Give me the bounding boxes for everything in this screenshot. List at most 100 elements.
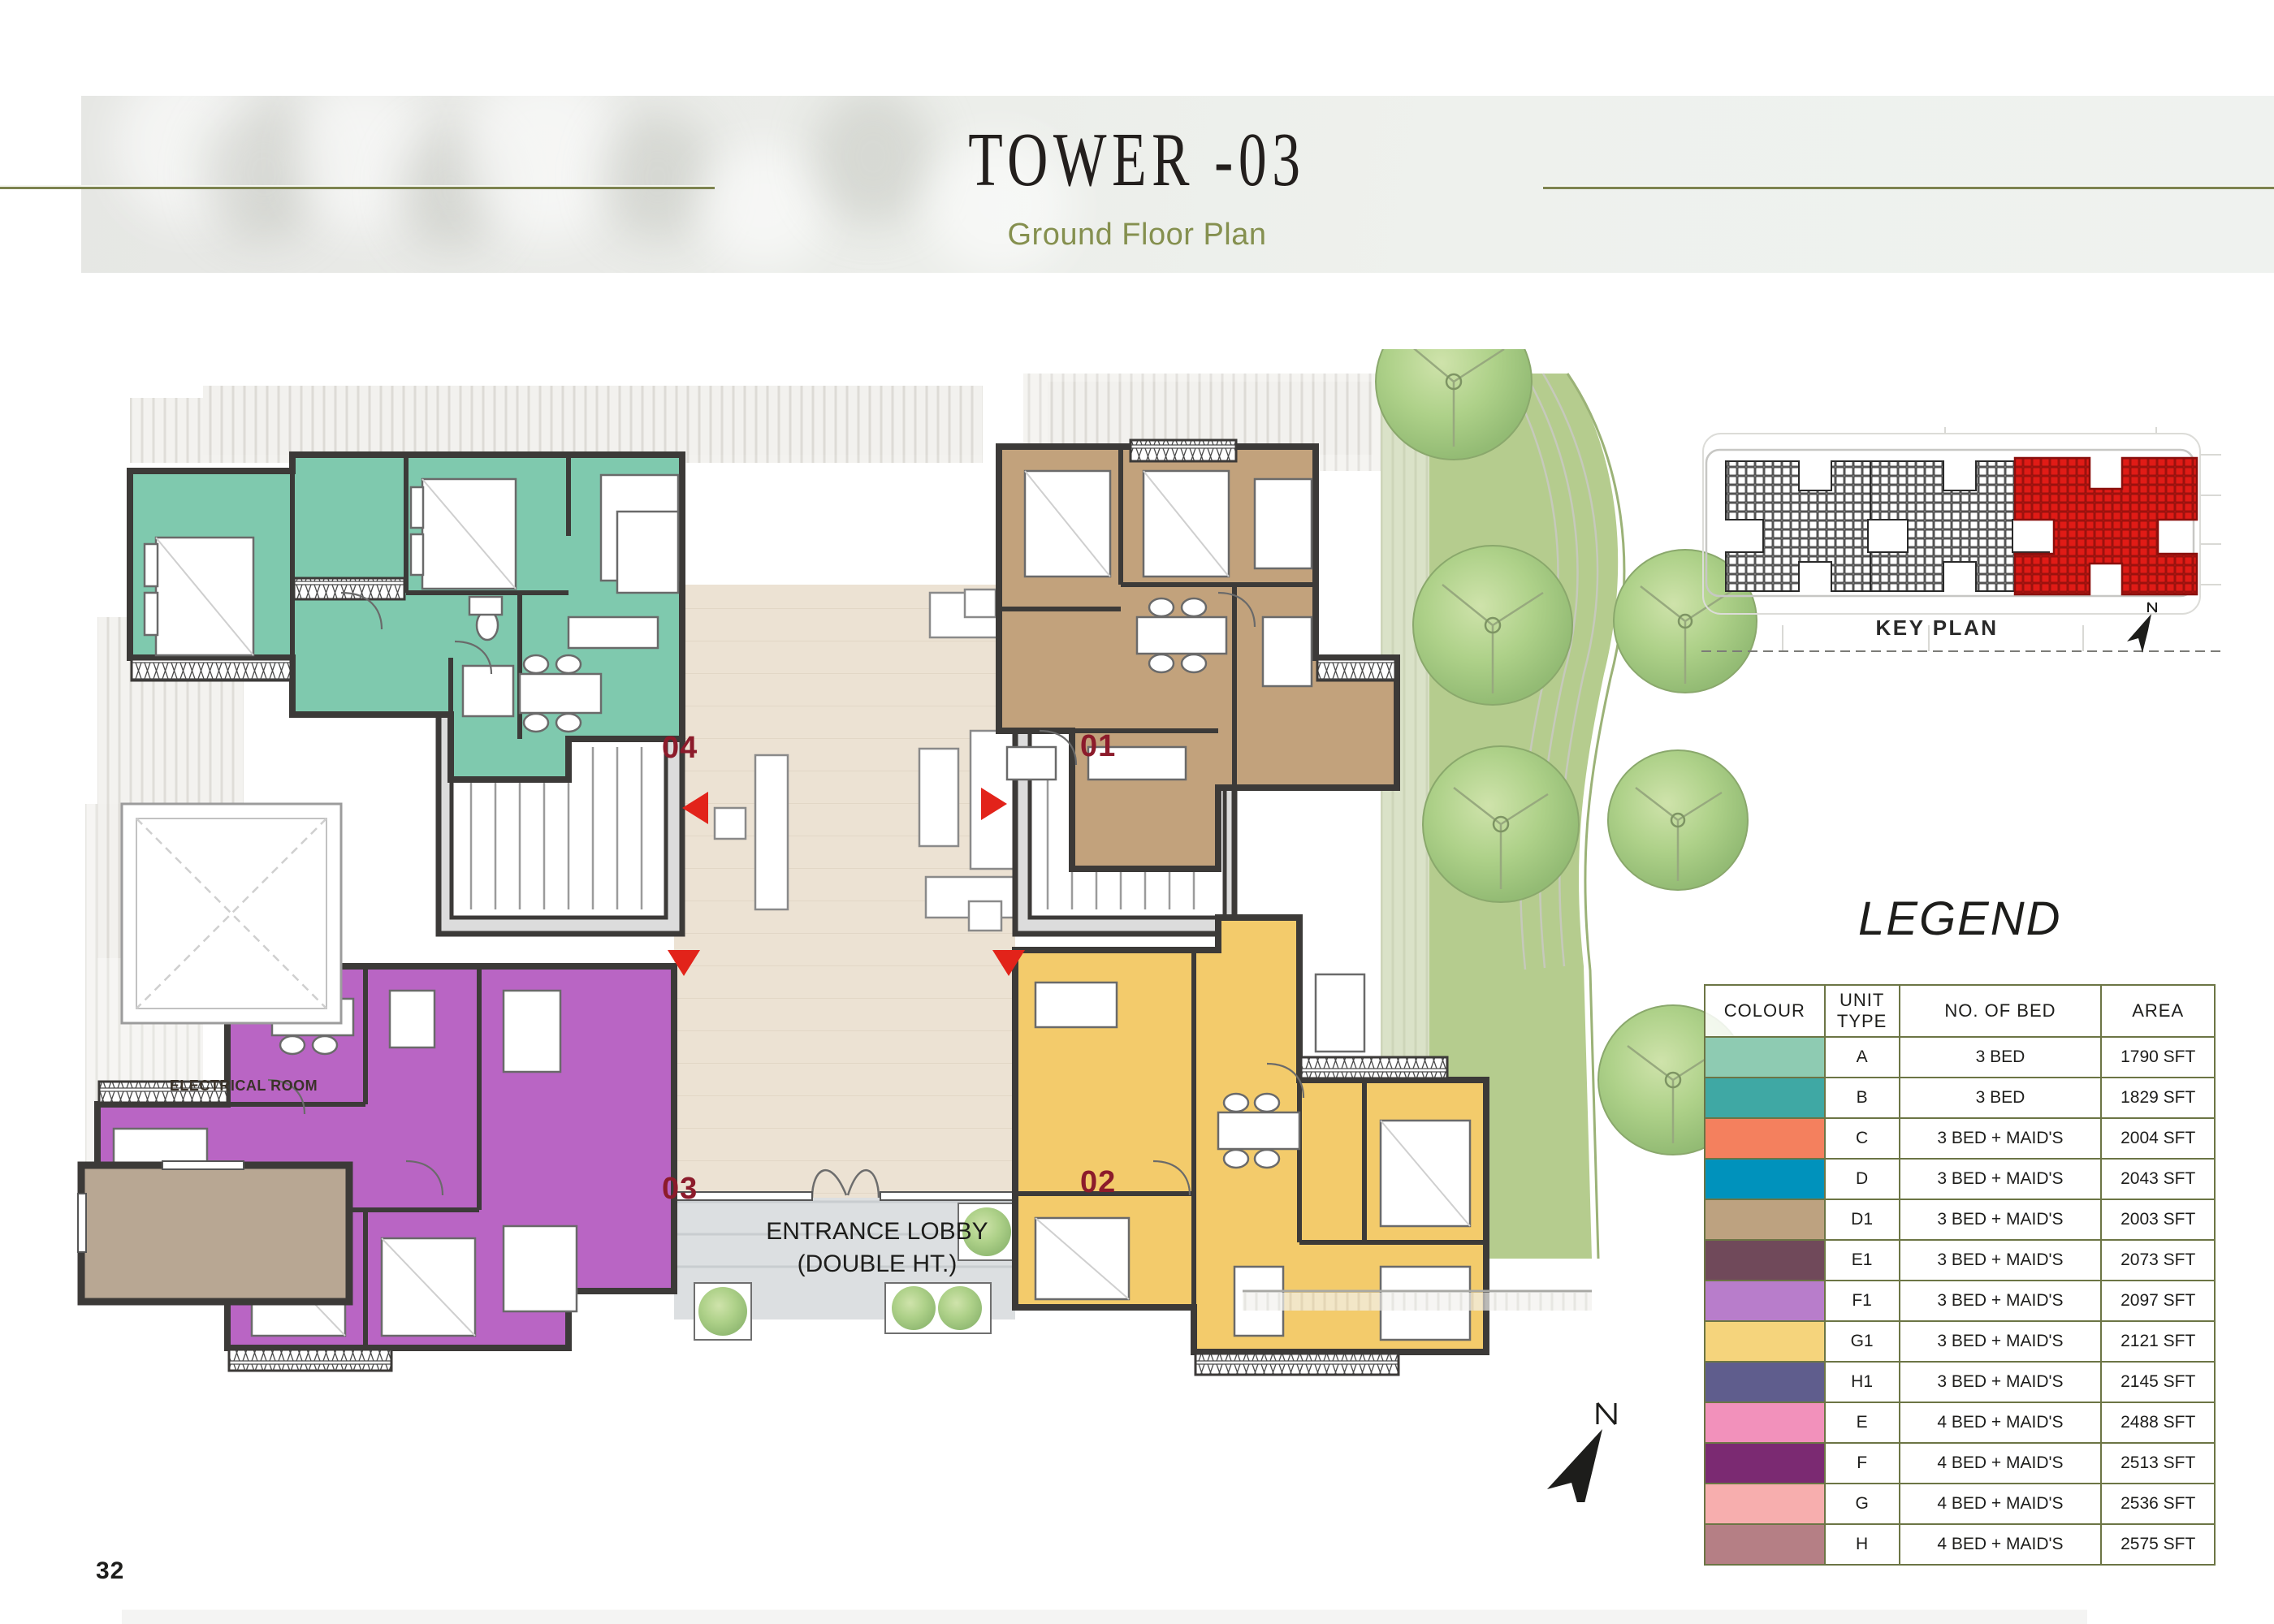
header-rule-right	[1543, 185, 2274, 189]
unit-02	[992, 914, 1489, 1376]
legend-unit-type: H	[1823, 1523, 1900, 1566]
header-title-group: TOWER -03 Ground Floor Plan	[0, 0, 2274, 273]
legend-no-of-bed: 3 BED + MAID'S	[1898, 1199, 2103, 1241]
legend-unit-type: H1	[1823, 1361, 1900, 1403]
floor-plan-drawing	[0, 349, 2274, 1502]
legend-area: 2121 SFT	[2100, 1320, 2216, 1363]
legend-colour-swatch	[1704, 1239, 1826, 1281]
legend-area: 2097 SFT	[2100, 1280, 2216, 1322]
legend-no-of-bed: 4 BED + MAID'S	[1898, 1442, 2103, 1484]
colour-chip	[1706, 1281, 1824, 1320]
room-label-entrance-lobby: ENTRANCE LOBBY (DOUBLE HT.)	[731, 1216, 1023, 1280]
legend-no-of-bed: 3 BED + MAID'S	[1898, 1117, 2103, 1160]
legend-area: 2488 SFT	[2100, 1402, 2216, 1444]
legend-unit-type: F	[1823, 1442, 1900, 1484]
legend-colour-swatch	[1704, 1077, 1826, 1119]
entry-marker-01	[981, 788, 1007, 820]
planter	[694, 1203, 1016, 1341]
colour-chip	[1706, 1363, 1824, 1402]
legend-no-of-bed: 4 BED + MAID'S	[1898, 1483, 2103, 1525]
legend-colour-swatch	[1704, 1483, 1826, 1525]
legend-header-colour: COLOUR	[1704, 984, 1826, 1038]
colour-chip	[1706, 1241, 1824, 1280]
key-plan-label: KEY PLAN	[1875, 615, 1999, 640]
page-number: 32	[96, 1557, 125, 1584]
unit-number-02: 02	[1080, 1165, 1117, 1199]
legend-unit-type: D	[1823, 1158, 1900, 1200]
room-label-electrical-room: ELECTRICAL ROOM	[169, 1078, 318, 1094]
unit-04	[127, 451, 708, 824]
legend-area: 2003 SFT	[2100, 1199, 2216, 1241]
legend-colour-swatch	[1704, 1523, 1826, 1566]
legend-header-row: COLOUR UNIT TYPE NO. OF BED AREA	[1704, 984, 2216, 1038]
legend-no-of-bed: 3 BED + MAID'S	[1898, 1158, 2103, 1200]
header-banner	[81, 96, 2274, 273]
legend-area: 2513 SFT	[2100, 1442, 2216, 1484]
unit-number-04: 04	[662, 731, 698, 765]
colour-chip	[1706, 1200, 1824, 1239]
entrance-lobby-line2: (DOUBLE HT.)	[797, 1250, 958, 1277]
legend-colour-swatch	[1704, 1361, 1826, 1403]
legend-no-of-bed: 3 BED + MAID'S	[1898, 1280, 2103, 1322]
key-plan[interactable]	[1701, 422, 2221, 658]
legend-unit-type: G1	[1823, 1320, 1900, 1363]
legend-header-no-of-bed: NO. OF BED	[1898, 984, 2103, 1038]
header-rule-left	[0, 185, 715, 189]
left-shaft	[120, 802, 343, 1025]
legend-area: 2145 SFT	[2100, 1361, 2216, 1403]
legend-colour-swatch	[1704, 1158, 1826, 1200]
colour-chip	[1706, 1322, 1824, 1361]
legend-header-unit-type: UNIT TYPE	[1823, 984, 1900, 1038]
legend-unit-type: C	[1823, 1117, 1900, 1160]
north-arrow	[1547, 1402, 1617, 1502]
entrance-lobby-line1: ENTRANCE LOBBY	[766, 1218, 988, 1245]
colour-chip	[1706, 1119, 1824, 1158]
electrical-room	[77, 1160, 353, 1306]
entry-marker-03	[668, 950, 700, 976]
legend-colour-swatch	[1704, 1117, 1826, 1160]
legend-no-of-bed: 3 BED + MAID'S	[1898, 1361, 2103, 1403]
unit-01	[981, 438, 1400, 872]
key-plan-north-arrow	[2127, 602, 2157, 653]
entry-marker-04	[682, 792, 708, 824]
colour-chip	[1706, 1403, 1824, 1442]
legend-colour-swatch	[1704, 1442, 1826, 1484]
legend-unit-type: E	[1823, 1402, 1900, 1444]
legend-no-of-bed: 3 BED + MAID'S	[1898, 1239, 2103, 1281]
legend-area: 2043 SFT	[2100, 1158, 2216, 1200]
legend-no-of-bed: 4 BED + MAID'S	[1898, 1523, 2103, 1566]
unit-number-01: 01	[1080, 729, 1117, 763]
legend-colour-swatch	[1704, 1199, 1826, 1241]
legend-area: 2575 SFT	[2100, 1523, 2216, 1566]
legend-colour-swatch	[1704, 1402, 1826, 1444]
entry-marker-02	[992, 950, 1025, 976]
legend-unit-type: F1	[1823, 1280, 1900, 1322]
legend-area: 1829 SFT	[2100, 1077, 2216, 1119]
legend-colour-swatch	[1704, 1036, 1826, 1078]
next-page-sliver	[122, 1604, 2087, 1624]
colour-chip	[1706, 1484, 1824, 1523]
legend-area: 1790 SFT	[2100, 1036, 2216, 1078]
legend-area: 2073 SFT	[2100, 1239, 2216, 1281]
unit-number-03: 03	[662, 1172, 698, 1206]
legend-no-of-bed: 3 BED	[1898, 1077, 2103, 1119]
legend-colour-swatch	[1704, 1320, 1826, 1363]
legend-area: 2536 SFT	[2100, 1483, 2216, 1525]
legend-unit-type: G	[1823, 1483, 1900, 1525]
